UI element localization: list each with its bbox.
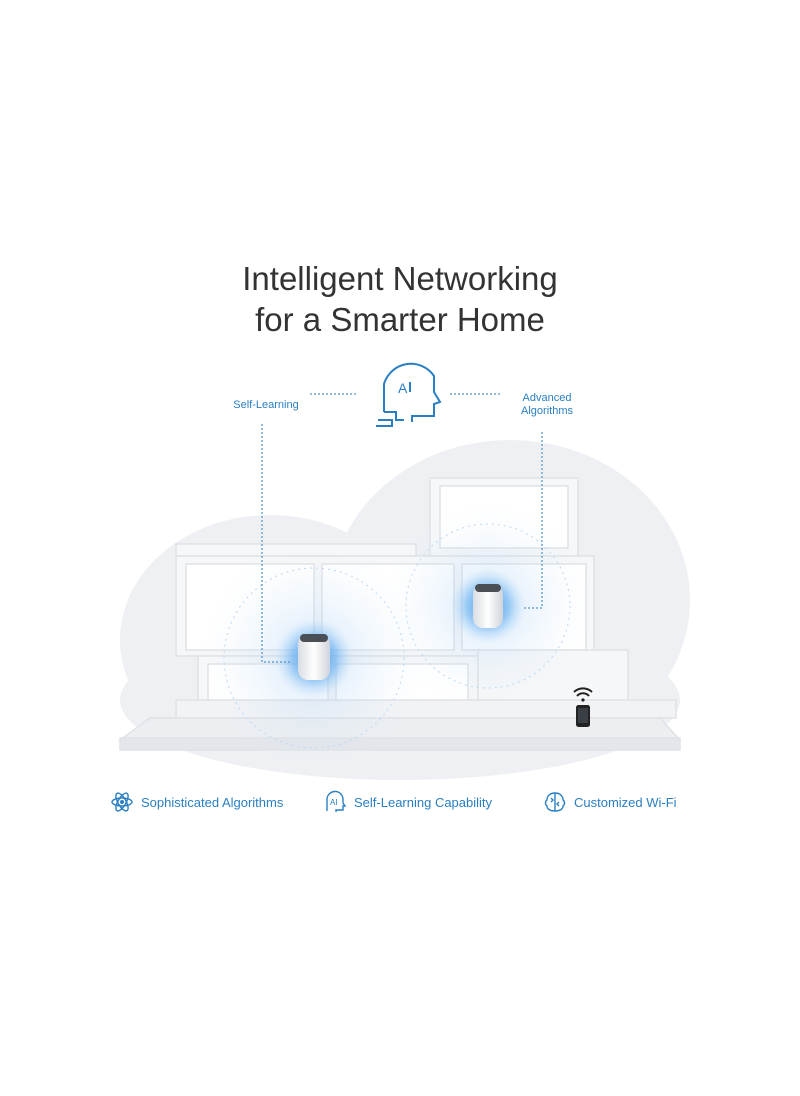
svg-text:AI: AI — [330, 798, 338, 807]
callout-advanced-algorithms: Advanced Algorithms — [505, 392, 589, 418]
feature-customized-wifi: Customized Wi-Fi — [543, 788, 677, 816]
ai-head-icon: AI — [326, 790, 347, 812]
callout-advanced-line-1: Advanced — [522, 392, 572, 404]
feature-label: Customized Wi-Fi — [574, 794, 677, 810]
callout-advanced-line-2: Algorithms — [521, 405, 573, 417]
brain-icon — [544, 792, 566, 812]
headline-line-1: Intelligent Networking — [242, 260, 558, 297]
feature-label: Sophisticated Algorithms — [141, 794, 284, 810]
router-right — [450, 568, 526, 644]
router-left — [274, 618, 354, 698]
callout-lines — [261, 393, 543, 663]
feature-self-learning-capability: AI Self-Learning Capability — [323, 788, 492, 816]
feature-list: Sophisticated Algorithms AI Self-Learnin… — [0, 788, 800, 816]
atom-icon — [111, 792, 133, 812]
feature-sophisticated-algorithms: Sophisticated Algorithms — [110, 788, 283, 816]
feature-label: Self-Learning Capability — [354, 794, 493, 810]
smartphone-icon — [573, 687, 593, 727]
headline: Intelligent Networking for a Smarter Hom… — [0, 258, 800, 340]
ai-head-icon: A — [376, 362, 442, 427]
headline-line-2: for a Smarter Home — [255, 301, 545, 338]
callout-self-learning: Self-Learning — [233, 399, 299, 411]
svg-text:A: A — [398, 380, 408, 396]
